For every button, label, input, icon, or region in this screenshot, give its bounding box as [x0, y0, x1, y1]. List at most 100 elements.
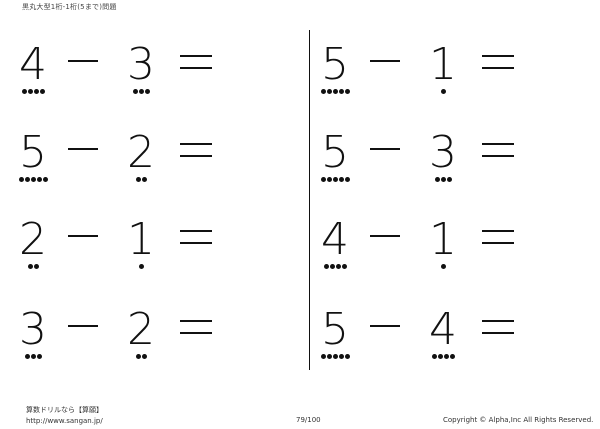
equals-sign — [482, 320, 514, 334]
minuend-digit: 5 — [321, 304, 349, 355]
count-dot — [443, 354, 449, 359]
minuend-term: 5 — [318, 38, 352, 108]
equals-sign — [180, 143, 212, 157]
subtrahend-digit: 2 — [127, 127, 155, 178]
answer-blank[interactable] — [524, 38, 594, 88]
subtrahend-digit: 2 — [127, 304, 155, 355]
worksheet-title: 黒丸大型1桁-1桁(5まで)問題 — [22, 3, 117, 11]
count-dot — [141, 177, 147, 182]
count-dot — [332, 89, 338, 94]
count-dot — [338, 177, 344, 182]
subtrahend-dot-row — [124, 264, 158, 269]
count-dot — [341, 264, 347, 269]
minuend-dot-row — [16, 354, 50, 359]
answer-blank[interactable] — [222, 38, 292, 88]
count-dot — [18, 177, 24, 182]
equals-sign — [180, 230, 212, 244]
page-number: 79/100 — [296, 416, 321, 424]
count-dot — [27, 89, 33, 94]
footer-brand: 算数ドリルなら【算願】 http://www.sangan.jp/ — [26, 405, 103, 427]
subtrahend-dot-row — [124, 354, 158, 359]
count-dot — [42, 177, 48, 182]
subtrahend-term: 3 — [426, 126, 460, 196]
minuend-term: 5 — [318, 126, 352, 196]
count-dot — [24, 177, 30, 182]
minuend-dot-row — [318, 177, 352, 182]
subtrahend-dot-row — [124, 89, 158, 94]
answer-blank[interactable] — [222, 213, 292, 263]
minus-sign — [68, 60, 98, 62]
minuend-digit: 5 — [321, 127, 349, 178]
count-dot — [36, 177, 42, 182]
count-dot — [338, 354, 344, 359]
count-dot — [33, 264, 39, 269]
count-dot — [138, 264, 144, 269]
count-dot — [135, 177, 141, 182]
count-dot — [27, 264, 33, 269]
count-dot — [332, 354, 338, 359]
subtrahend-digit: 3 — [127, 39, 155, 90]
count-dot — [434, 177, 440, 182]
count-dot — [338, 89, 344, 94]
subtrahend-digit: 1 — [429, 214, 457, 265]
count-dot — [21, 89, 27, 94]
equals-sign — [482, 230, 514, 244]
footer-site-name: 算数ドリルなら【算願】 — [26, 406, 103, 414]
equals-sign — [482, 143, 514, 157]
answer-blank[interactable] — [222, 126, 292, 176]
minuend-dot-row — [318, 354, 352, 359]
minuend-term: 2 — [16, 213, 50, 283]
copyright-text: Copyright © Alpha,Inc All Rights Reserve… — [443, 416, 594, 424]
subtrahend-term: 2 — [124, 126, 158, 196]
minuend-dot-row — [16, 177, 50, 182]
minus-sign — [370, 148, 400, 150]
answer-blank[interactable] — [524, 213, 594, 263]
count-dot — [440, 89, 446, 94]
count-dot — [440, 177, 446, 182]
equals-sign — [180, 320, 212, 334]
answer-blank[interactable] — [524, 303, 594, 353]
count-dot — [141, 354, 147, 359]
count-dot — [39, 89, 45, 94]
count-dot — [431, 354, 437, 359]
subtrahend-digit: 4 — [429, 304, 457, 355]
subtrahend-digit: 1 — [127, 214, 155, 265]
count-dot — [33, 89, 39, 94]
minuend-digit: 4 — [19, 39, 47, 90]
minuend-term: 3 — [16, 303, 50, 373]
count-dot — [320, 89, 326, 94]
count-dot — [332, 177, 338, 182]
count-dot — [320, 354, 326, 359]
subtrahend-digit: 1 — [429, 39, 457, 90]
subtrahend-dot-row — [124, 177, 158, 182]
minuend-term: 4 — [318, 213, 352, 283]
equals-sign — [180, 55, 212, 69]
minuend-digit: 5 — [19, 127, 47, 178]
minuend-term: 5 — [318, 303, 352, 373]
minuend-digit: 4 — [321, 214, 349, 265]
count-dot — [344, 89, 350, 94]
answer-blank[interactable] — [222, 303, 292, 353]
count-dot — [440, 264, 446, 269]
count-dot — [449, 354, 455, 359]
minuend-digit: 3 — [19, 304, 47, 355]
subtrahend-term: 2 — [124, 303, 158, 373]
count-dot — [24, 354, 30, 359]
count-dot — [132, 89, 138, 94]
minuend-digit: 2 — [19, 214, 47, 265]
minuend-term: 4 — [16, 38, 50, 108]
subtrahend-dot-row — [426, 177, 460, 182]
count-dot — [344, 354, 350, 359]
count-dot — [320, 177, 326, 182]
minuend-dot-row — [16, 264, 50, 269]
count-dot — [323, 264, 329, 269]
count-dot — [437, 354, 443, 359]
minuend-dot-row — [318, 89, 352, 94]
answer-blank[interactable] — [524, 126, 594, 176]
column-divider — [309, 30, 310, 370]
count-dot — [138, 89, 144, 94]
subtrahend-digit: 3 — [429, 127, 457, 178]
subtrahend-term: 1 — [426, 213, 460, 283]
count-dot — [30, 177, 36, 182]
subtrahend-dot-row — [426, 264, 460, 269]
